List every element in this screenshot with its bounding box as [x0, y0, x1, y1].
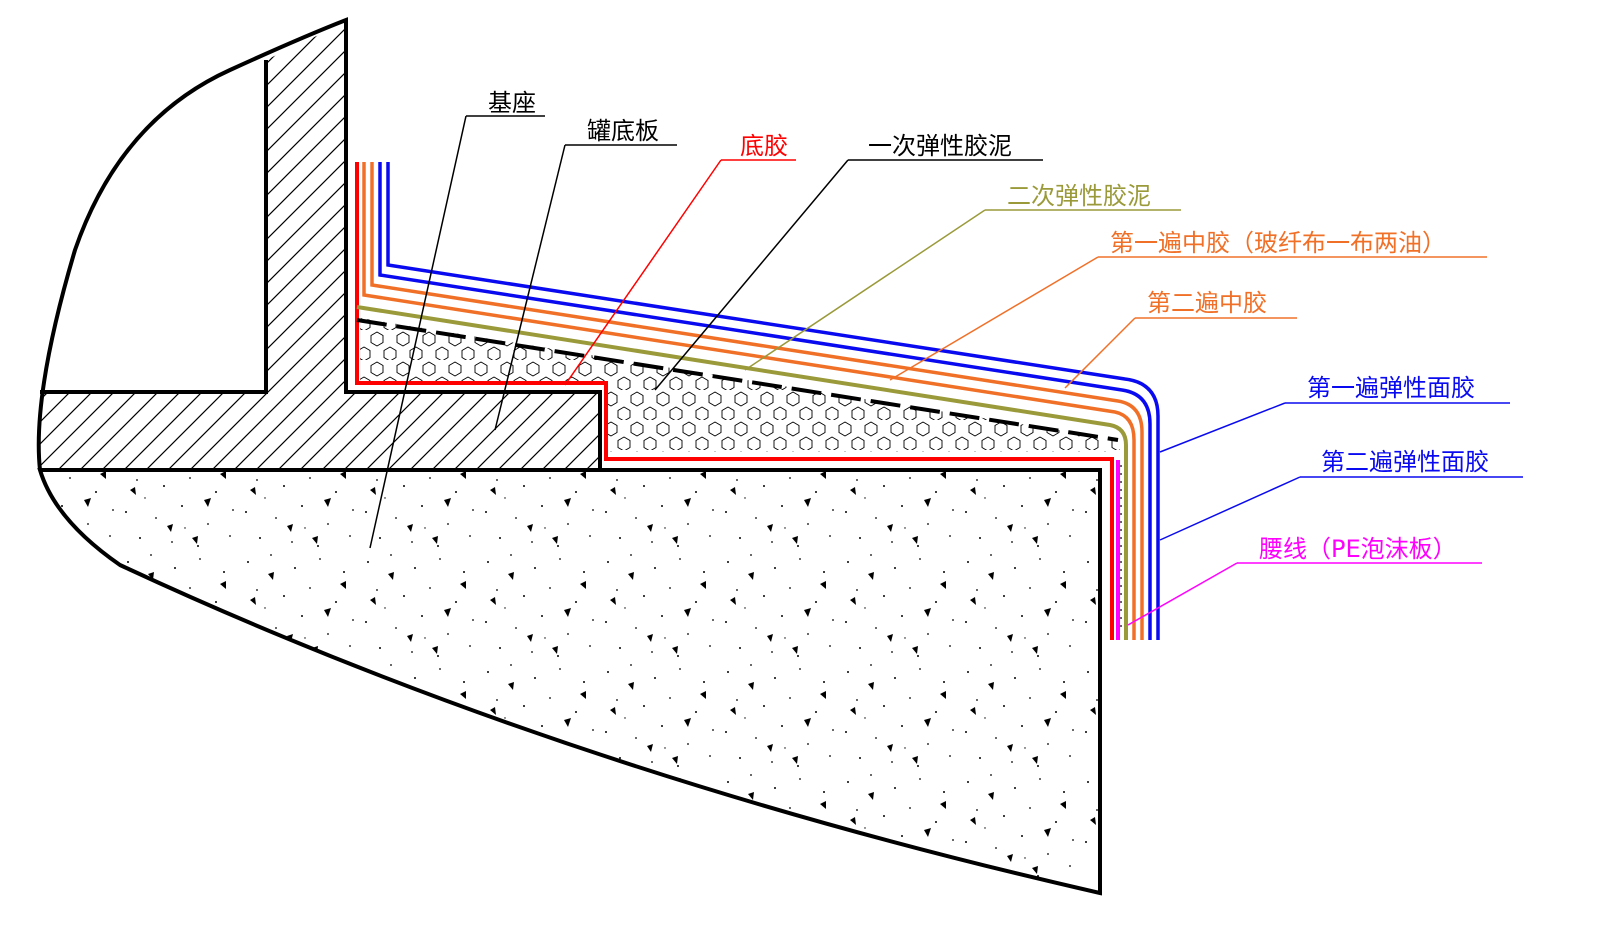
tank-inner-outline	[40, 60, 268, 394]
elastic-putty-fill	[360, 318, 1120, 452]
mid-coat-2-line	[370, 162, 1144, 640]
label-putty-1-text: 一次弹性胶泥	[868, 132, 1012, 160]
label-mid-coat-2: 第二遍中胶	[1064, 289, 1297, 389]
label-top-coat-1: 第一遍弹性面胶	[1159, 374, 1510, 453]
putty-1-dashed-line	[356, 318, 1119, 442]
label-foundation-text: 基座	[488, 89, 536, 117]
label-top-coat-2: 第二遍弹性面胶	[1159, 448, 1523, 541]
label-waist-line: 腰线（PE泡沫板）	[1127, 535, 1482, 626]
label-primer: 底胶	[564, 132, 796, 386]
label-mid-coat-1-text: 第一遍中胶（玻纤布一布两油）	[1110, 229, 1446, 257]
label-putty-2: 二次弹性胶泥	[744, 182, 1181, 371]
label-putty-2-text: 二次弹性胶泥	[1007, 182, 1151, 210]
label-putty-1: 一次弹性胶泥	[654, 132, 1043, 391]
foundation-concrete	[37, 468, 1102, 896]
primer-line	[355, 162, 1114, 640]
label-top-coat-2-text: 第二遍弹性面胶	[1321, 448, 1489, 476]
tank-outline	[36, 17, 602, 471]
mid-coat-1-line	[362, 162, 1136, 640]
label-top-coat-1-text: 第一遍弹性面胶	[1307, 374, 1475, 402]
label-waist-line-text: 腰线（PE泡沫板）	[1259, 535, 1457, 563]
label-tank-bottom-plate-text: 罐底板	[587, 117, 659, 145]
label-mid-coat-1: 第一遍中胶（玻纤布一布两油）	[889, 229, 1487, 381]
label-foundation: 基座	[369, 89, 545, 549]
label-primer-text: 底胶	[740, 132, 788, 160]
putty-2-line	[356, 305, 1128, 640]
top-coat-1-line	[378, 162, 1152, 640]
tank-bottom-plate-hatch	[40, 22, 600, 470]
label-tank-bottom-plate: 罐底板	[494, 117, 677, 431]
label-mid-coat-2-text: 第二遍中胶	[1147, 289, 1267, 317]
top-coat-2-line	[386, 162, 1160, 640]
